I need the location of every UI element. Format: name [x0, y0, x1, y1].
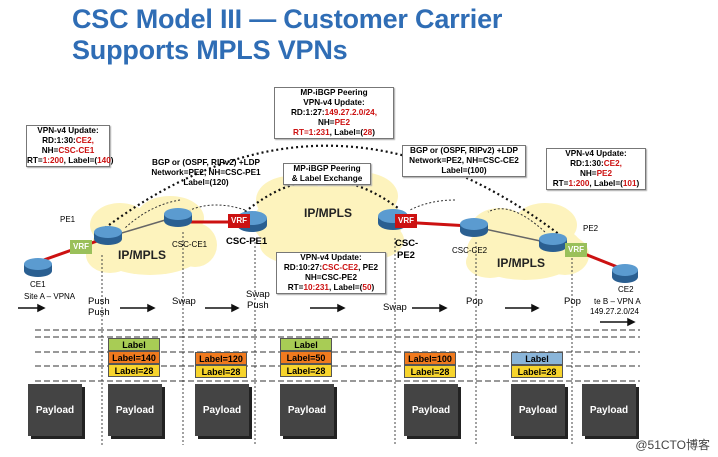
step-label-pop-1: Pop — [466, 296, 483, 307]
label-cell: Label=120 — [195, 352, 247, 365]
label-cell: Label — [511, 352, 563, 365]
label-stack-4: Label=100 Label=28 — [404, 352, 456, 378]
cloud-left-label: IP/MPLS — [118, 248, 167, 262]
payload-block: Payload — [108, 384, 162, 436]
flow-arrows — [18, 303, 636, 327]
box-line: RD:1:30:CE2, — [570, 159, 622, 168]
box-line: BGP or (OSPF, RIPv2) +LDP — [410, 146, 518, 155]
box-line: RT=10:231, Label=(50) — [287, 283, 375, 292]
box-line: NH=PE2 — [579, 169, 613, 178]
label-cell: Label=28 — [108, 364, 160, 377]
payload-block: Payload — [28, 384, 82, 436]
page-title: CSC Model III — Customer Carrier Support… — [72, 4, 502, 66]
watermark: @51CTO博客 — [635, 438, 710, 452]
box-line: RD:10:27:CSC-CE2, PE2 — [283, 263, 379, 272]
box-line: VPN-v4 Update: — [37, 126, 99, 135]
label-stack-5: Label Label=28 — [511, 352, 563, 378]
label-stack-1: Label Label=140 Label=28 — [108, 338, 160, 377]
payload-block: Payload — [582, 384, 636, 436]
label-cell: Label=28 — [404, 365, 456, 378]
step-label-swap-1: Swap — [172, 296, 196, 307]
bgp-ldp-left-box: BGP or (OSPF, RIPv2) +LDP Network=PE2, N… — [145, 158, 267, 188]
box-line: Network=PE2, NH=CSC-PE1 — [151, 168, 261, 177]
node-label-pe1: PE1 — [60, 215, 76, 224]
title-line-1: CSC Model III — Customer Carrier — [72, 4, 503, 34]
node-label-csc-ce1: CSC-CE1 — [172, 240, 208, 249]
label-cell: Label=28 — [280, 364, 332, 377]
node-label-pe2: PE2 — [583, 224, 599, 233]
routers — [24, 208, 638, 283]
node-label-csc-ce2: CSC-CE2 — [452, 246, 488, 255]
box-line: Label=(100) — [441, 166, 487, 175]
label-cell: Label=100 — [404, 352, 456, 365]
node-label-csc-pe2-b: PE2 — [397, 250, 415, 261]
label-cell: Label=140 — [108, 351, 160, 364]
site-a-label: Site A – VPNA — [24, 292, 76, 301]
step-label-swap-2: Swap — [383, 302, 407, 313]
bgp-ldp-right-box: BGP or (OSPF, RIPv2) +LDP Network=PE2, N… — [402, 145, 526, 177]
payload-block: Payload — [195, 384, 249, 436]
vrf-tag-csc-pe1: VRF — [228, 214, 250, 228]
cloud-center-label: IP/MPLS — [304, 206, 353, 220]
box-line: RT=1:200, Label=(101) — [552, 179, 640, 188]
cloud-right — [466, 203, 589, 280]
label-cell: Label=50 — [280, 351, 332, 364]
payload-block: Payload — [280, 384, 334, 436]
box-line: NH=PE2 — [317, 118, 351, 127]
title-line-2: Supports MPLS VPNs — [72, 35, 348, 65]
node-label-csc-pe1: CSC-PE1 — [226, 236, 268, 247]
step-label-pop-2: Pop — [564, 296, 581, 307]
label-stack-2: Label=120 Label=28 — [195, 352, 247, 378]
label-cell: Label — [108, 338, 160, 351]
vrf-tag-pe2: VRF — [565, 243, 587, 257]
mp-ibgp-update-box: MP-iBGP Peering VPN-v4 Update: RD:1:27:1… — [274, 87, 394, 139]
cloud-right-label: IP/MPLS — [497, 256, 546, 270]
payload-block: Payload — [511, 384, 565, 436]
node-label-ce2: CE2 — [618, 285, 634, 294]
vpnv4-update-right-box: VPN-v4 Update: RD:1:30:CE2, NH=PE2 RT=1:… — [546, 148, 646, 190]
label-cell: Label=28 — [511, 365, 563, 378]
box-line: Label=(120) — [183, 178, 229, 187]
payload-block: Payload — [404, 384, 458, 436]
box-line: RD:1:27:149.27.2.0/24, — [290, 108, 378, 117]
box-line: NH=CSC-CE1 — [41, 146, 95, 155]
vrf-tag-csc-pe2: VRF — [395, 214, 417, 228]
box-line: Network=PE2, NH=CSC-CE2 — [409, 156, 519, 165]
node-label-ce1: CE1 — [30, 280, 46, 289]
box-line: RT=1:200, Label=(140) — [27, 156, 114, 165]
box-line: VPN-v4 Update: — [303, 98, 365, 107]
box-line: VPN-v4 Update: — [300, 253, 362, 262]
box-line: & Label Exchange — [291, 174, 363, 183]
box-line: MP-iBGP Peering — [300, 88, 368, 97]
label-cell: Label — [280, 338, 332, 351]
peering-arcs — [104, 144, 561, 236]
site-b-label: te B – VPN A — [594, 297, 641, 306]
site-b-network: 149.27.2.0/24 — [590, 307, 639, 316]
box-line: MP-iBGP Peering — [293, 164, 361, 173]
vpnv4-update-left-box: VPN-v4 Update: RD:1:30:CE2, NH=CSC-CE1 R… — [26, 125, 114, 167]
box-line: NH=CSC-PE2 — [304, 273, 358, 282]
box-line: BGP or (OSPF, RIPv2) +LDP — [152, 158, 260, 167]
mp-ibgp-label-box: MP-iBGP Peering & Label Exchange — [283, 163, 371, 185]
box-line: RD:1:30:CE2, — [42, 136, 94, 145]
node-label-csc-pe2-a: CSC- — [395, 238, 419, 249]
vrf-tag-pe1: VRF — [70, 240, 92, 254]
box-line: VPN-v4 Update: — [565, 149, 627, 158]
label-stack-3: Label Label=50 Label=28 — [280, 338, 332, 377]
box-line: RT=1:231, Label=(28) — [293, 128, 375, 137]
vpnv4-update-mid-box: VPN-v4 Update: RD:10:27:CSC-CE2, PE2 NH=… — [276, 252, 386, 294]
label-cell: Label=28 — [195, 365, 247, 378]
signal-arrows — [124, 199, 546, 233]
